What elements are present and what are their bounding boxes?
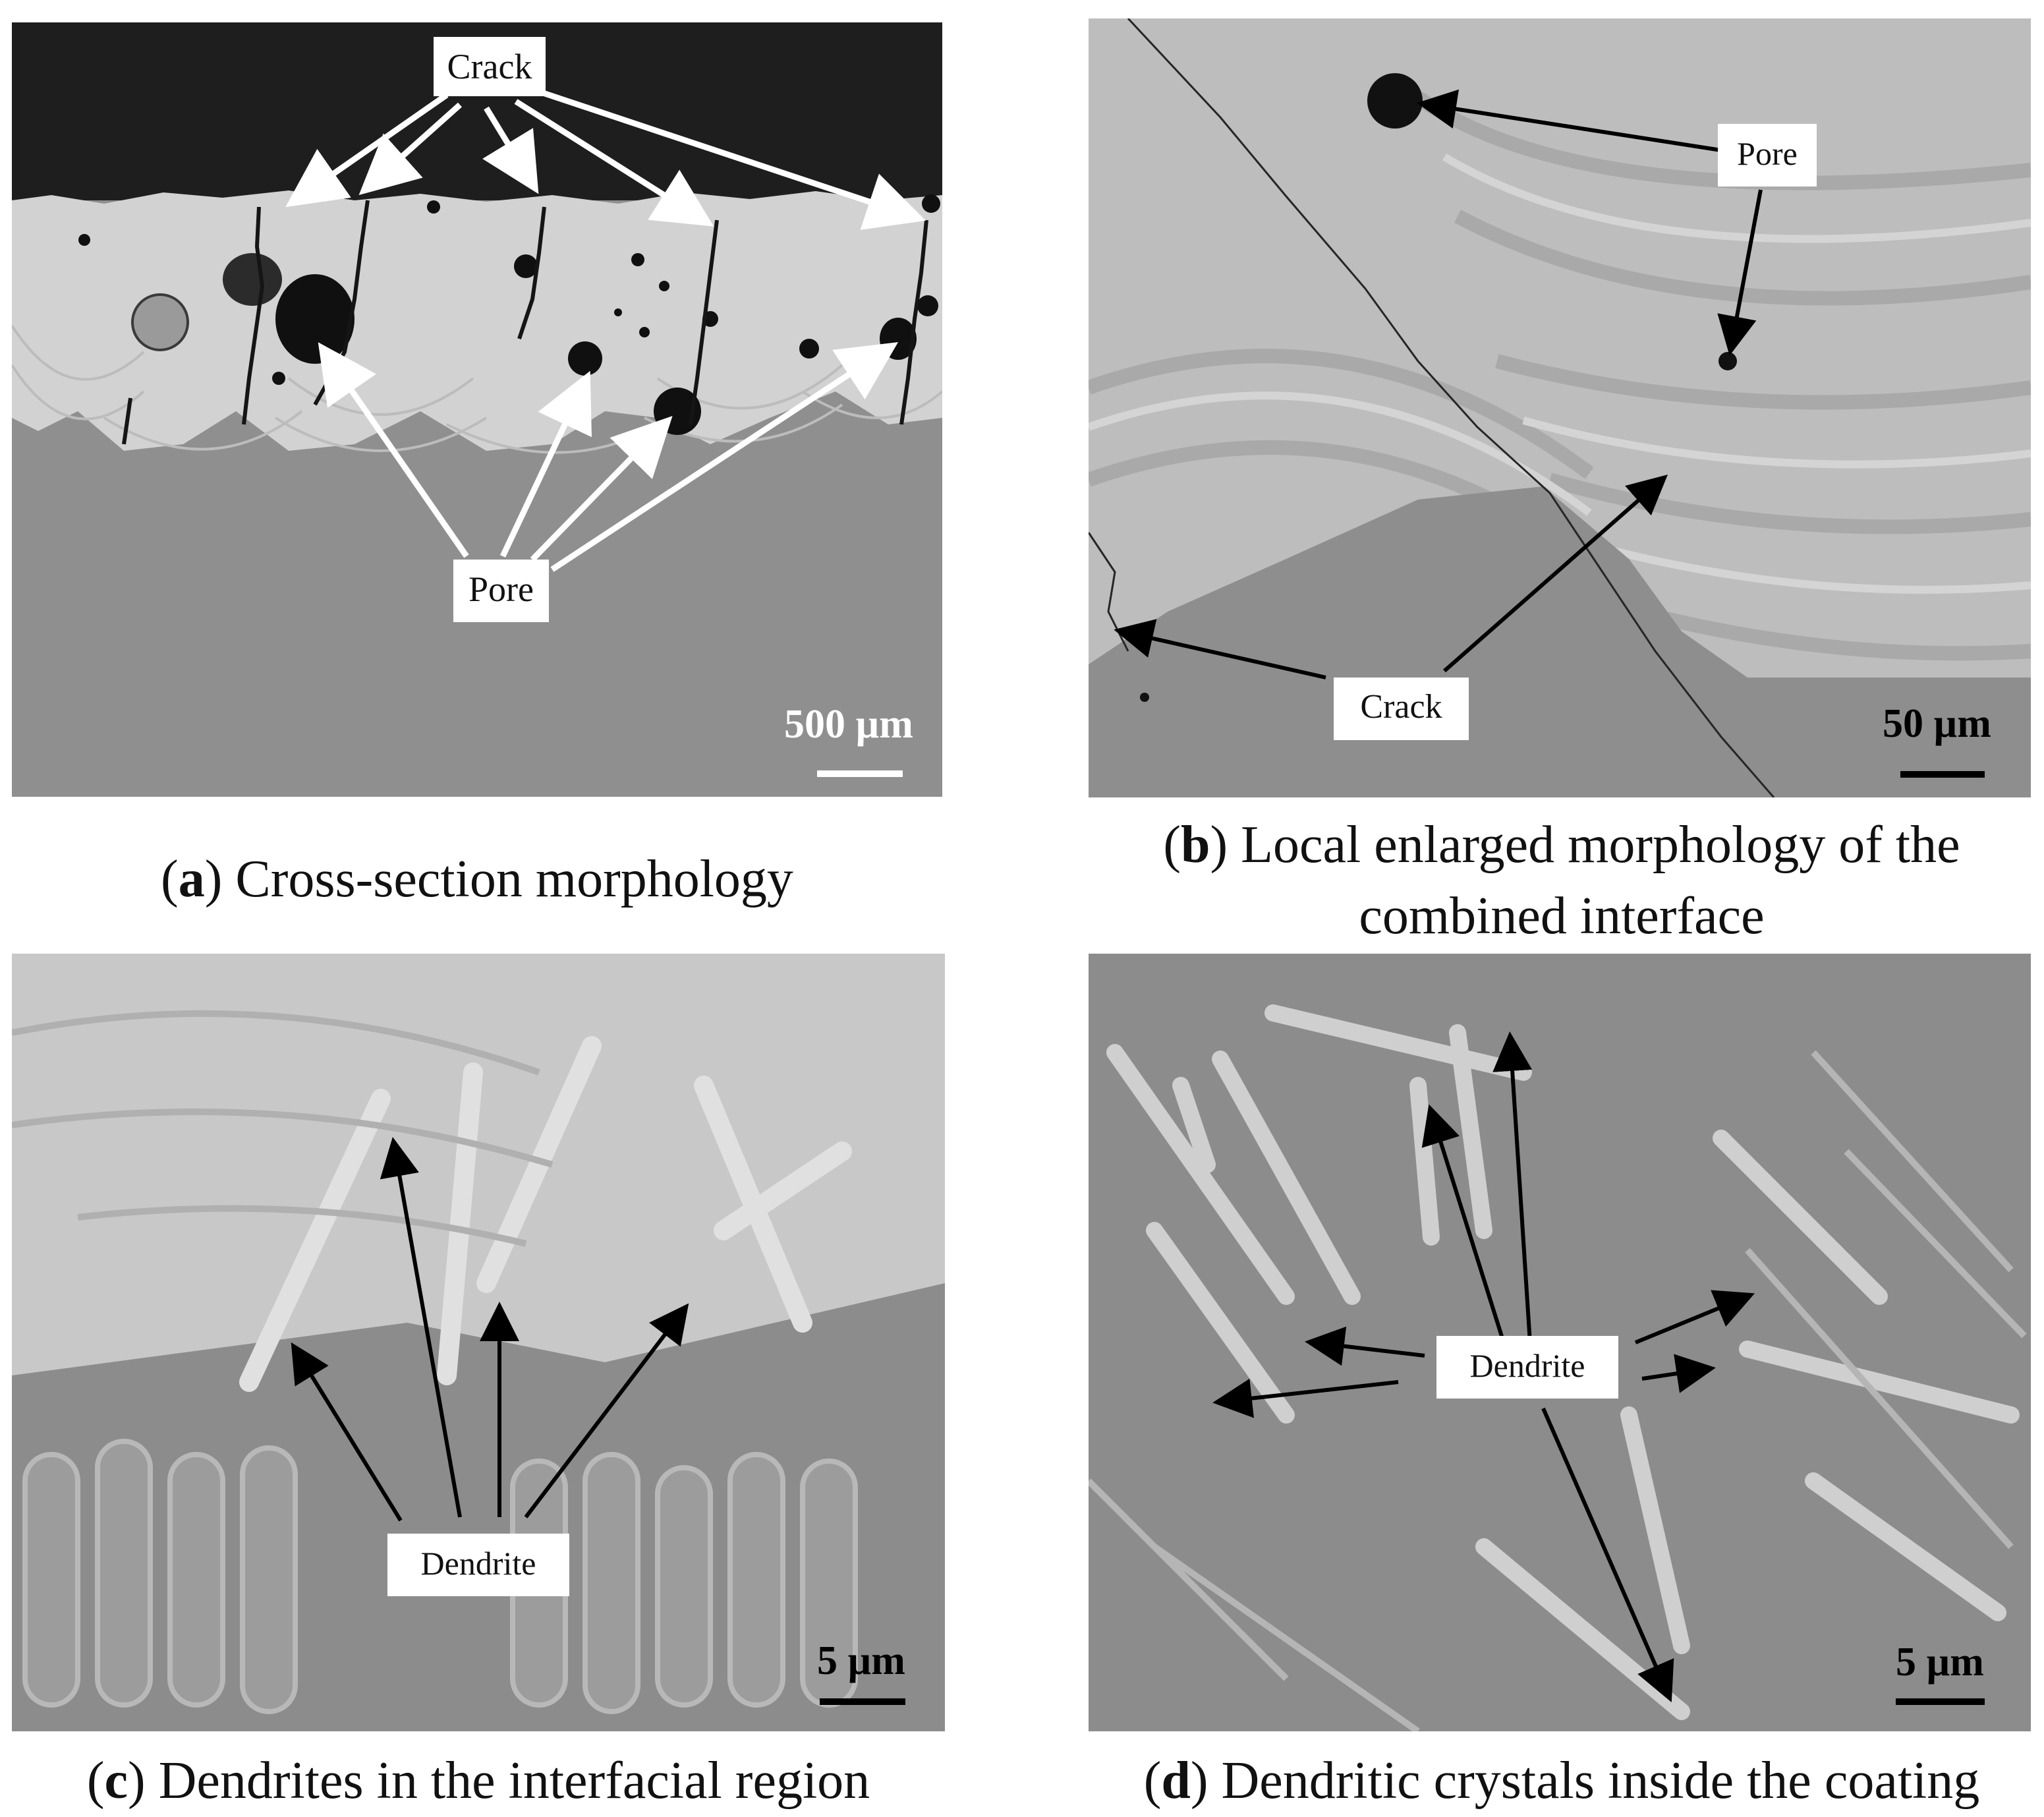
caption-a: (a) Cross-section morphology [161, 850, 793, 908]
scale-bar [1896, 1698, 1985, 1705]
panel-d-micrograph: Dendrite 5 µm [1089, 954, 2031, 1731]
substrate-region [1089, 486, 2031, 797]
caption-b-line1: (b) Local enlarged morphology of the [1163, 816, 1960, 874]
pore-label: Pore [1718, 124, 1817, 187]
panel-c-micrograph: Dendrite 5 µm [12, 954, 945, 1731]
panel-a-micrograph: Crack Pore 500 µm [12, 22, 942, 797]
scale-bar [1900, 771, 1985, 778]
caption-d-letter: d [1161, 1752, 1191, 1810]
large-pore [1367, 73, 1423, 129]
caption-d: (d) Dendritic crystals inside the coatin… [1143, 1752, 1980, 1810]
panel-d-arrows [1212, 1031, 1755, 1702]
pore-arrows [318, 342, 899, 572]
scale-bar-label: 50 µm [1883, 701, 1991, 746]
scale-bar [820, 1698, 905, 1705]
crack-line [1127, 18, 1775, 797]
panel-a-image [12, 22, 942, 572]
crack-arrows [285, 85, 926, 230]
small-pore [1718, 352, 1737, 370]
caption-b-letter: b [1180, 816, 1210, 874]
panel-b-micrograph: Pore Crack 50 µm [1089, 18, 2031, 797]
scale-bar-label: 5 µm [817, 1638, 905, 1683]
crack-label: Crack [1334, 678, 1469, 740]
caption-a-letter: a [178, 850, 205, 908]
caption-b-text-1: Local enlarged morphology of the [1241, 816, 1960, 874]
panel-b-arrows [1114, 89, 1763, 679]
pore-label: Pore [453, 560, 549, 622]
caption-c: (c) Dendrites in the interfacial region [86, 1752, 870, 1810]
dendrite-label: Dendrite [387, 1534, 569, 1596]
dendrite-arms [239, 1036, 852, 1392]
scale-bar [817, 770, 903, 777]
coating-bands [1089, 91, 2031, 661]
panel-c-image [12, 954, 945, 1714]
scale-bar-label: 5 µm [1896, 1640, 1984, 1685]
caption-d-text: Dendritic crystals inside the coating [1221, 1752, 1980, 1810]
caption-a-text: Cross-section morphology [235, 850, 793, 908]
dendrite-label: Dendrite [1436, 1336, 1618, 1399]
crack-label: Crack [434, 37, 546, 96]
dendrite-arms [1106, 1004, 2020, 1720]
panel-b-image [1089, 18, 2031, 797]
caption-c-text: Dendrites in the interfacial region [158, 1752, 870, 1810]
caption-c-letter: c [104, 1752, 128, 1810]
caption-b: (b) Local enlarged morphology of the com… [1081, 809, 2043, 952]
panel-c-arrows [291, 1137, 689, 1522]
panel-d-image [1089, 1004, 2027, 1731]
dendrite-region [12, 954, 945, 1375]
caption-b-line2: combined interface [1359, 887, 1765, 945]
scale-bar-label: 500 µm [784, 702, 913, 747]
